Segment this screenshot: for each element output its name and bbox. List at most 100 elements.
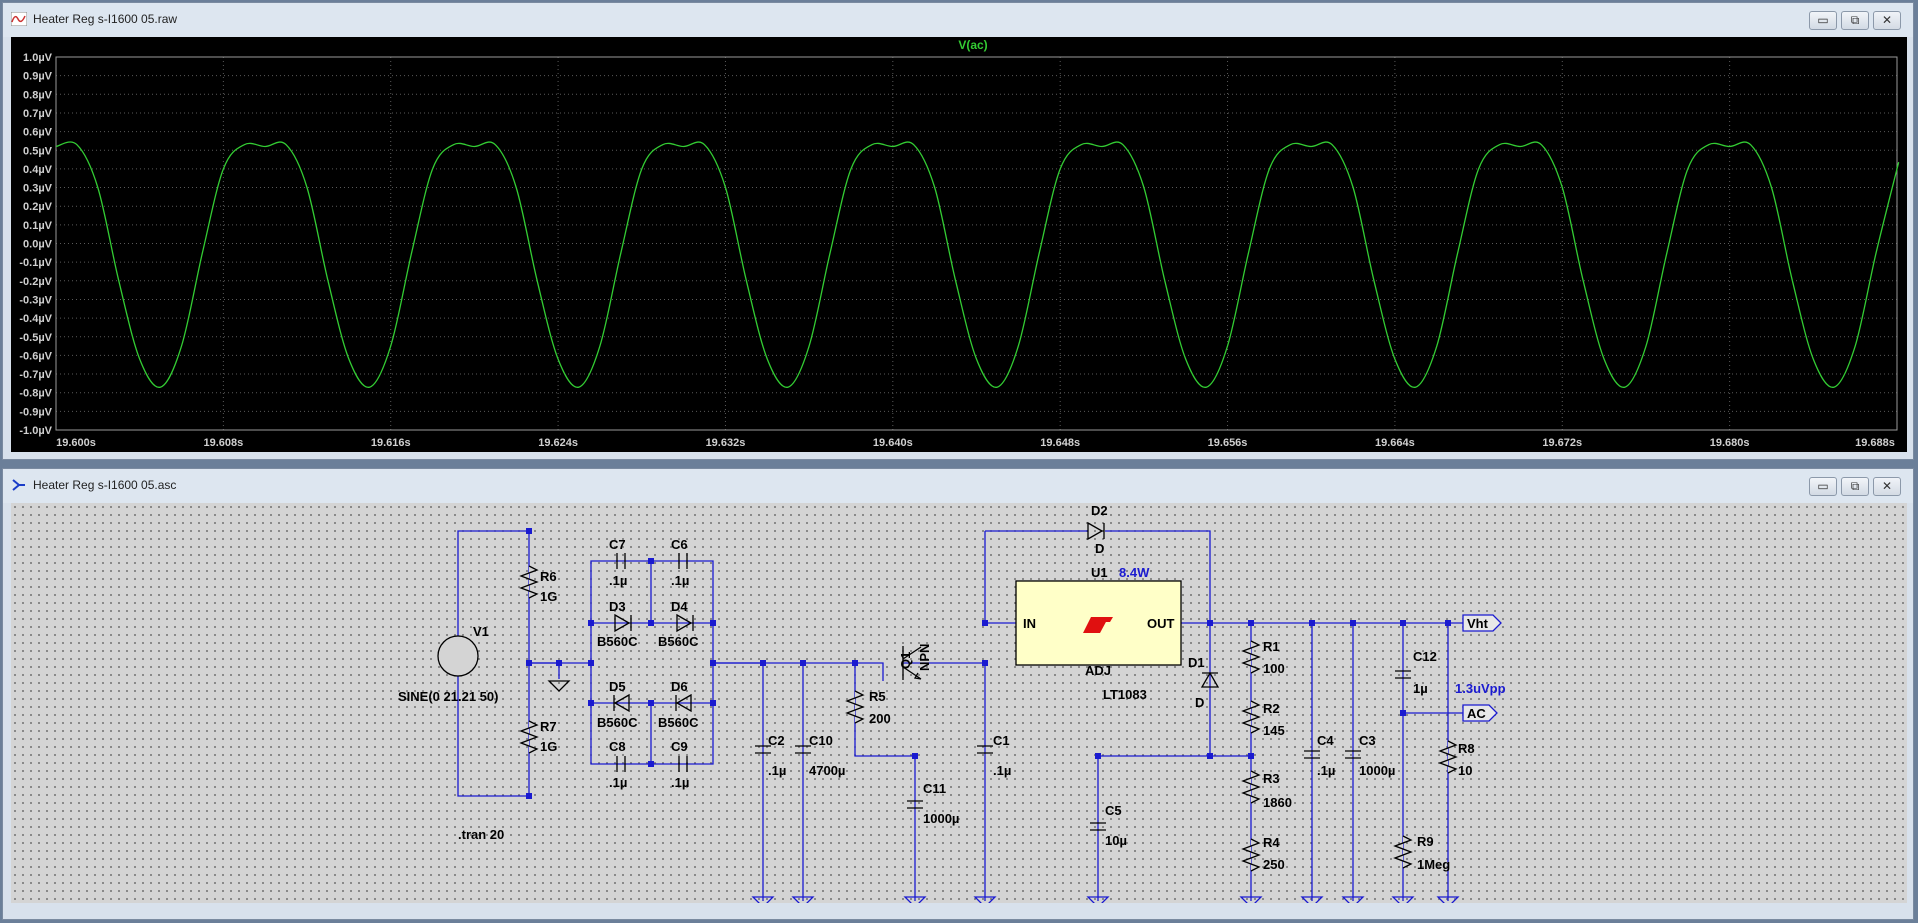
d5-ref[interactable]: D5 xyxy=(609,679,626,694)
waveform-icon xyxy=(11,12,27,26)
x-tick-label: 19.624s xyxy=(538,437,578,449)
x-tick-label: 19.672s xyxy=(1542,437,1582,449)
close-button[interactable]: ✕ xyxy=(1873,477,1901,496)
r7-ref[interactable]: R7 xyxy=(540,719,557,734)
r3-ref[interactable]: R3 xyxy=(1263,771,1280,786)
d1-ref[interactable]: D1 xyxy=(1188,655,1205,670)
c5-ref[interactable]: C5 xyxy=(1105,803,1122,818)
r6-ref[interactable]: R6 xyxy=(540,569,557,584)
c1-ref[interactable]: C1 xyxy=(993,733,1010,748)
c6-value[interactable]: .1µ xyxy=(671,573,689,588)
y-tick-label: -0.6µV xyxy=(19,350,52,362)
y-tick-label: 0.5µV xyxy=(23,145,53,157)
d4-ref[interactable]: D4 xyxy=(671,599,688,614)
r7-value[interactable]: 1G xyxy=(540,739,557,754)
q1-value[interactable]: NPN xyxy=(917,644,932,671)
waveform-titlebar[interactable]: Heater Reg s-I1600 05.raw ▭ ⧉ ✕ xyxy=(3,3,1913,37)
r6-value[interactable]: 1G xyxy=(540,589,557,604)
r8-ref[interactable]: R8 xyxy=(1458,741,1475,756)
r5-value[interactable]: 200 xyxy=(869,711,891,726)
x-tick-label: 19.680s xyxy=(1710,437,1750,449)
d3-value[interactable]: B560C xyxy=(597,634,638,649)
y-tick-label: 0.9µV xyxy=(23,71,53,83)
waveform-chart[interactable]: V(ac) 1.0µV0.9µV0.8µV0.7µV0.6µV0.5µV0.4µ… xyxy=(11,37,1907,452)
r4-value[interactable]: 250 xyxy=(1263,857,1285,872)
y-tick-label: 0.8µV xyxy=(23,89,53,101)
schematic-drawing[interactable]: V1 SINE(0 21.21 50) R6 1G R7 1G C7 .1µ C… xyxy=(11,503,1907,903)
c11-value[interactable]: 1000µ xyxy=(923,811,959,826)
r8-value[interactable]: 10 xyxy=(1458,763,1472,778)
r9-value[interactable]: 1Meg xyxy=(1417,857,1450,872)
y-tick-label: 0.4µV xyxy=(23,164,53,176)
plot-grid xyxy=(55,56,1898,431)
r1-value[interactable]: 100 xyxy=(1263,661,1285,676)
schematic-canvas[interactable]: V1 SINE(0 21.21 50) R6 1G R7 1G C7 .1µ C… xyxy=(11,503,1907,903)
ac-net-flag[interactable] xyxy=(1462,704,1498,722)
r3-value[interactable]: 1860 xyxy=(1263,795,1292,810)
d5-value[interactable]: B560C xyxy=(597,715,638,730)
r5-ref[interactable]: R5 xyxy=(869,689,886,704)
d2-ref[interactable]: D2 xyxy=(1091,503,1108,518)
c6-ref[interactable]: C6 xyxy=(671,537,688,552)
minimize-button[interactable]: ▭ xyxy=(1809,11,1837,30)
c8-value[interactable]: .1µ xyxy=(609,775,627,790)
c5-value[interactable]: 10µ xyxy=(1105,833,1127,848)
c1-value[interactable]: .1µ xyxy=(993,763,1011,778)
close-button[interactable]: ✕ xyxy=(1873,11,1901,30)
v1-ref[interactable]: V1 xyxy=(473,624,489,639)
c4-ref[interactable]: C4 xyxy=(1317,733,1334,748)
c10-value[interactable]: 4700µ xyxy=(809,763,845,778)
c10-ref[interactable]: C10 xyxy=(809,733,833,748)
d1-value[interactable]: D xyxy=(1195,695,1204,710)
d3-ref[interactable]: D3 xyxy=(609,599,626,614)
r4-ref[interactable]: R4 xyxy=(1263,835,1280,850)
c9-ref[interactable]: C9 xyxy=(671,739,688,754)
c2-value[interactable]: .1µ xyxy=(768,763,786,778)
y-tick-label: -0.8µV xyxy=(19,388,52,400)
vht-net-label[interactable]: Vht xyxy=(1467,616,1489,631)
c3-value[interactable]: 1000µ xyxy=(1359,763,1395,778)
c3-ref[interactable]: C3 xyxy=(1359,733,1376,748)
restore-button[interactable]: ⧉ xyxy=(1841,11,1869,30)
y-tick-label: -0.1µV xyxy=(19,257,52,269)
c7-ref[interactable]: C7 xyxy=(609,537,626,552)
c4-value[interactable]: .1µ xyxy=(1317,763,1335,778)
y-tick-label: -0.4µV xyxy=(19,313,52,325)
c7-value[interactable]: .1µ xyxy=(609,573,627,588)
y-tick-label: 1.0µV xyxy=(23,52,53,64)
restore-button[interactable]: ⧉ xyxy=(1841,477,1869,496)
d2-value[interactable]: D xyxy=(1095,541,1104,556)
d4-value[interactable]: B560C xyxy=(658,634,699,649)
v1-value[interactable]: SINE(0 21.21 50) xyxy=(398,689,498,704)
c11-ref[interactable]: C11 xyxy=(923,781,946,796)
schematic-titlebar[interactable]: Heater Reg s-I1600 05.asc ▭ ⧉ ✕ xyxy=(3,469,1913,503)
u1-out-pin: OUT xyxy=(1147,616,1175,631)
d6-ref[interactable]: D6 xyxy=(671,679,688,694)
r2-ref[interactable]: R2 xyxy=(1263,701,1280,716)
x-tick-label: 19.632s xyxy=(706,437,746,449)
u1-power-annotation[interactable]: 8.4W xyxy=(1119,565,1150,580)
spice-directive[interactable]: .tran 20 xyxy=(458,827,504,842)
r1-ref[interactable]: R1 xyxy=(1263,639,1280,654)
y-tick-label: 0.7µV xyxy=(23,108,53,120)
c8-ref[interactable]: C8 xyxy=(609,739,626,754)
c12-ref[interactable]: C12 xyxy=(1413,649,1437,664)
c9-value[interactable]: .1µ xyxy=(671,775,689,790)
minimize-button[interactable]: ▭ xyxy=(1809,477,1837,496)
y-tick-label: -1.0µV xyxy=(19,425,52,437)
u1-ref[interactable]: U1 xyxy=(1091,565,1108,580)
q1-ref[interactable]: Q1 xyxy=(898,652,913,669)
y-tick-label: -0.2µV xyxy=(19,276,52,288)
vht-net-flag[interactable] xyxy=(1462,614,1502,632)
r2-value[interactable]: 145 xyxy=(1263,723,1285,738)
r9-ref[interactable]: R9 xyxy=(1417,834,1434,849)
ripple-annotation[interactable]: 1.3uVpp xyxy=(1455,681,1506,696)
c2-ref[interactable]: C2 xyxy=(768,733,785,748)
c12-value[interactable]: 1µ xyxy=(1413,681,1428,696)
d6-value[interactable]: B560C xyxy=(658,715,699,730)
trace-label[interactable]: V(ac) xyxy=(958,38,987,52)
u1-value[interactable]: LT1083 xyxy=(1103,687,1147,702)
ac-net-label[interactable]: AC xyxy=(1467,706,1486,721)
